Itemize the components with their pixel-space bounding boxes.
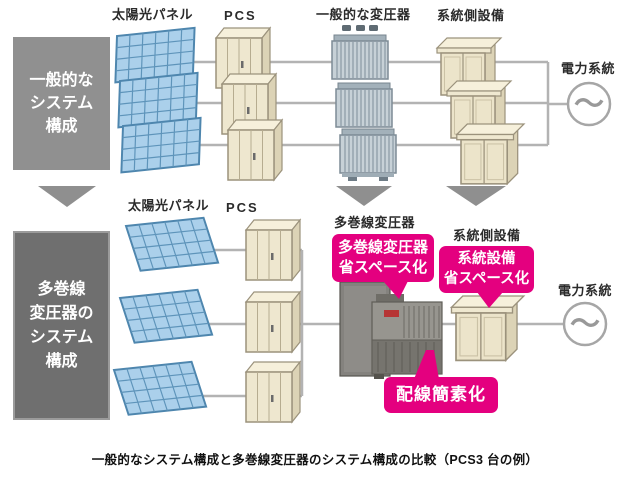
label-transformer-bottom: 多巻線変圧器 <box>334 215 416 230</box>
label-power-grid-bottom: 電力系統 <box>558 283 613 298</box>
label-pcs-bottom: PCS <box>226 200 259 215</box>
bottom-section-title: 多巻線 変圧器の システム 構成 <box>13 231 110 420</box>
power-grid-symbol-top: ～ <box>574 88 604 121</box>
callout-tail <box>383 281 503 379</box>
power-grid-circle-icon <box>566 81 612 127</box>
label-grid-equipment-top: 系統側設備 <box>437 8 505 23</box>
pcs-cabinet-icon <box>245 219 301 423</box>
transformer-icon <box>331 25 397 181</box>
callout-wiring-simplification: 配線簡素化 <box>384 377 498 413</box>
label-solar-panel-bottom: 太陽光パネル <box>128 198 210 213</box>
top-section-title: 一般的な システム 構成 <box>13 37 110 170</box>
solar-panel-icon <box>112 216 220 416</box>
label-solar-panel-top: 太陽光パネル <box>112 7 194 22</box>
solar-panel-icon <box>114 26 202 174</box>
pcs-cabinet-icon <box>215 27 283 181</box>
label-grid-equipment-bottom: 系統側設備 <box>453 228 521 243</box>
power-grid-symbol-bottom: ～ <box>570 308 600 341</box>
label-pcs-top: PCS <box>224 8 257 23</box>
power-grid-circle-icon <box>562 301 608 347</box>
callout-transformer-space-saving: 多巻線変圧器 省スペース化 <box>332 234 434 282</box>
caption: 一般的なシステム構成と多巻線変圧器のシステム構成の比較（PCS3 台の例） <box>91 453 539 467</box>
label-power-grid-top: 電力系統 <box>561 61 616 76</box>
label-transformer-top: 一般的な変圧器 <box>316 7 411 22</box>
down-arrow-icon <box>38 186 506 207</box>
callout-equipment-space-saving: 系統設備 省スペース化 <box>439 246 534 293</box>
grid-equipment-icon <box>436 37 525 185</box>
